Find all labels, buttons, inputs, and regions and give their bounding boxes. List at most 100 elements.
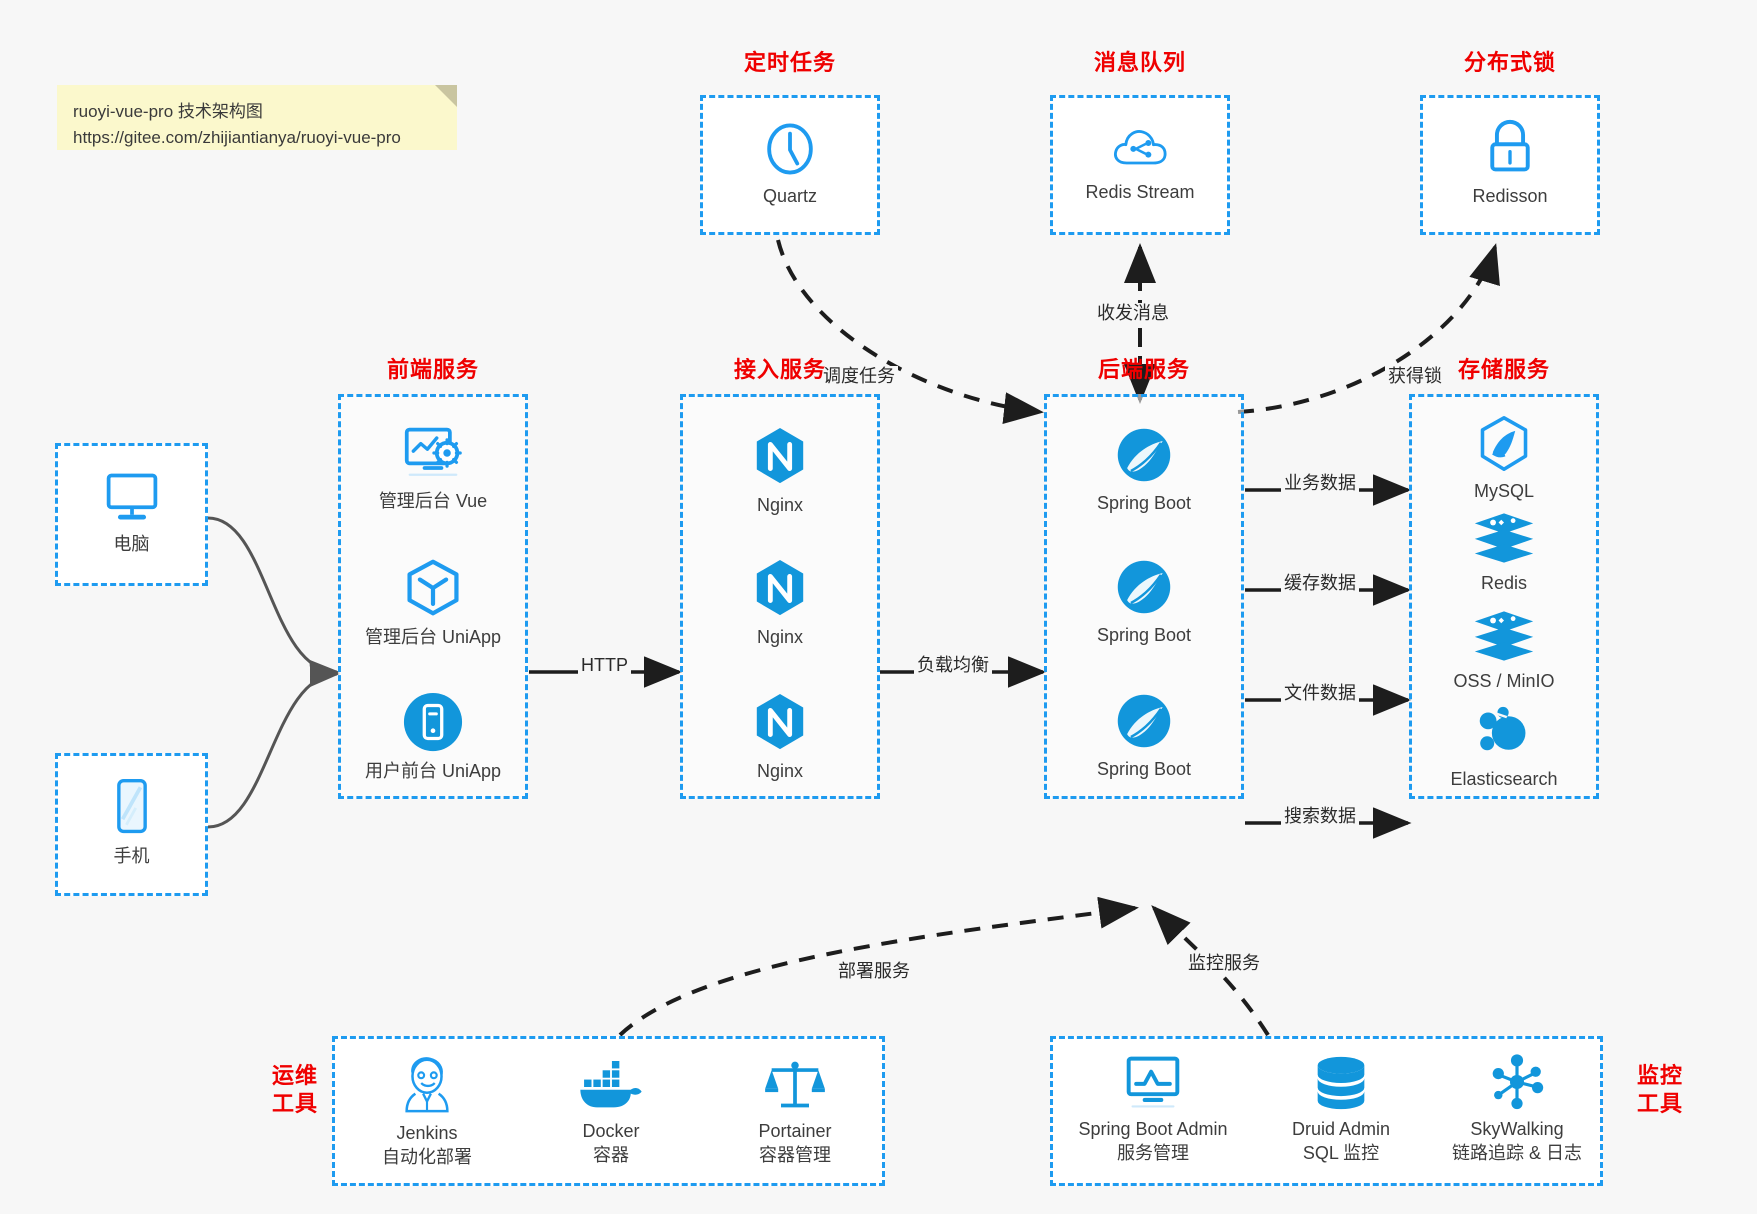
group-title-devops-tools: 运维 工具: [255, 1062, 335, 1117]
node-docker[interactable]: Docker 容器: [519, 1061, 703, 1168]
node-sublabel: 容器管理: [759, 1145, 831, 1166]
group-title-line-2: 工具: [271, 1090, 318, 1116]
nginx-icon: [756, 693, 804, 750]
node-springboot-1[interactable]: Spring Boot: [1047, 425, 1241, 515]
node-label: Spring Boot: [1096, 493, 1192, 513]
edge-label-cache-data: 缓存数据: [1281, 573, 1359, 595]
group-title-frontend-service: 前端服务: [386, 357, 479, 382]
group-box-distributed-lock: Redisson: [1420, 95, 1600, 235]
node-springboot-3[interactable]: Spring Boot: [1047, 691, 1241, 781]
group-title-storage-service: 存储服务: [1457, 357, 1550, 382]
node-skywalking[interactable]: SkyWalking 链路追踪 & 日志: [1429, 1053, 1605, 1166]
node-label: 管理后台 UniApp: [364, 627, 502, 647]
group-title-line-1: 监控: [1636, 1063, 1683, 1088]
note-fold-corner: [435, 85, 457, 107]
node-label: Redis Stream: [1085, 182, 1195, 202]
node-label: Nginx: [756, 761, 804, 781]
clock-icon: [767, 123, 813, 175]
node-redisson[interactable]: Redisson: [1423, 118, 1597, 208]
node-label: Spring Boot: [1096, 625, 1192, 645]
cube-icon: [407, 559, 459, 616]
node-phone[interactable]: 手机: [58, 776, 205, 868]
desktop-icon: [106, 473, 157, 520]
node-sublabel: SQL 监控: [1302, 1143, 1380, 1164]
node-user-uniapp[interactable]: 用户前台 UniApp: [341, 691, 525, 783]
group-title-monitor-tools: 监控 工具: [1620, 1062, 1700, 1117]
node-label: Docker: [582, 1121, 640, 1141]
node-label: 用户前台 UniApp: [364, 761, 502, 781]
group-box-phone: 手机: [55, 753, 208, 896]
node-label: Druid Admin: [1291, 1119, 1391, 1139]
edge-label-deploy-service: 部署服务: [835, 961, 913, 983]
node-druid-admin[interactable]: Druid Admin SQL 监控: [1253, 1055, 1429, 1166]
docker-whale-icon: [580, 1061, 642, 1108]
edge-label-acquire-lock: 获得锁: [1385, 366, 1445, 388]
node-springboot-2[interactable]: Spring Boot: [1047, 557, 1241, 647]
node-label: 电脑: [113, 534, 150, 554]
node-jenkins[interactable]: Jenkins 自动化部署: [335, 1053, 519, 1170]
note-line-title: ruoyi-vue-pro 技术架构图: [73, 102, 263, 121]
note-line-url: https://gitee.com/zhijiantianya/ruoyi-vu…: [73, 128, 401, 148]
edge-label-file-data: 文件数据: [1281, 683, 1359, 705]
group-box-access-service: Nginx Nginx Nginx: [680, 394, 880, 799]
node-label: 管理后台 Vue: [378, 491, 488, 511]
group-title-distributed-lock: 分布式锁: [1463, 50, 1556, 75]
spring-leaf-icon: [1117, 428, 1171, 482]
node-label: Nginx: [756, 495, 804, 515]
node-mysql[interactable]: MySQL: [1412, 415, 1596, 503]
monitor-chart-icon: [1126, 1056, 1180, 1108]
nginx-icon: [756, 427, 804, 484]
node-admin-uniapp[interactable]: 管理后台 UniApp: [341, 557, 525, 649]
node-label: Spring Boot Admin: [1078, 1119, 1228, 1139]
edge-label-search-data: 搜索数据: [1281, 806, 1359, 828]
node-label: SkyWalking: [1470, 1119, 1564, 1139]
node-redis-stream[interactable]: Redis Stream: [1053, 122, 1227, 204]
spring-leaf-icon: [1117, 694, 1171, 748]
spring-leaf-icon: [1117, 560, 1171, 614]
nginx-icon: [756, 559, 804, 616]
node-sublabel: 容器: [593, 1145, 629, 1166]
node-label: Elasticsearch: [1450, 769, 1558, 789]
node-label: MySQL: [1473, 481, 1534, 501]
group-title-backend-service: 后端服务: [1097, 357, 1190, 382]
node-oss-minio[interactable]: OSS / MinIO: [1412, 609, 1596, 693]
redis-stack-icon: [1474, 611, 1534, 661]
node-sublabel: 服务管理: [1117, 1143, 1189, 1164]
edge-label-business-data: 业务数据: [1281, 473, 1359, 495]
node-label: Quartz: [762, 186, 818, 206]
app-circle-icon: [403, 692, 463, 752]
node-label: Redisson: [1472, 186, 1548, 206]
node-spring-boot-admin[interactable]: Spring Boot Admin 服务管理: [1053, 1053, 1253, 1166]
node-label: 手机: [113, 846, 150, 866]
node-label: Portainer: [758, 1121, 832, 1141]
node-computer[interactable]: 电脑: [58, 468, 205, 556]
cloud-stream-icon: [1114, 130, 1167, 165]
group-title-line-2: 工具: [1636, 1090, 1683, 1116]
node-admin-vue[interactable]: 管理后台 Vue: [341, 423, 525, 513]
database-icon: [1317, 1056, 1365, 1110]
edge-label-load-balance: 负载均衡: [914, 655, 992, 677]
scales-icon: [765, 1061, 825, 1108]
edge-label-http: HTTP: [578, 655, 631, 677]
node-nginx-1[interactable]: Nginx: [683, 425, 877, 517]
redis-stack-icon: [1474, 513, 1534, 563]
lock-icon: [1490, 119, 1530, 172]
node-portainer[interactable]: Portainer 容器管理: [703, 1057, 887, 1168]
node-label: OSS / MinIO: [1453, 671, 1555, 691]
network-nodes-icon: [1492, 1054, 1544, 1110]
node-nginx-2[interactable]: Nginx: [683, 557, 877, 649]
node-nginx-3[interactable]: Nginx: [683, 691, 877, 783]
jenkins-butler-icon: [405, 1057, 449, 1113]
mobile-icon: [116, 779, 147, 834]
node-quartz[interactable]: Quartz: [703, 120, 877, 208]
note-card: ruoyi-vue-pro 技术架构图 https://gitee.com/zh…: [57, 85, 457, 150]
node-elasticsearch[interactable]: Elasticsearch: [1412, 705, 1596, 791]
group-box-backend-service: Spring Boot Spring Boot Spring Boot: [1044, 394, 1244, 799]
elasticsearch-icon: [1479, 706, 1526, 751]
edge-label-send-receive-message: 收发消息: [1094, 303, 1172, 325]
group-title-message-queue: 消息队列: [1093, 50, 1186, 75]
node-redis[interactable]: Redis: [1412, 511, 1596, 595]
group-box-storage-service: MySQL Redis OSS / MinIO: [1409, 394, 1599, 799]
node-label: Redis: [1480, 573, 1528, 593]
